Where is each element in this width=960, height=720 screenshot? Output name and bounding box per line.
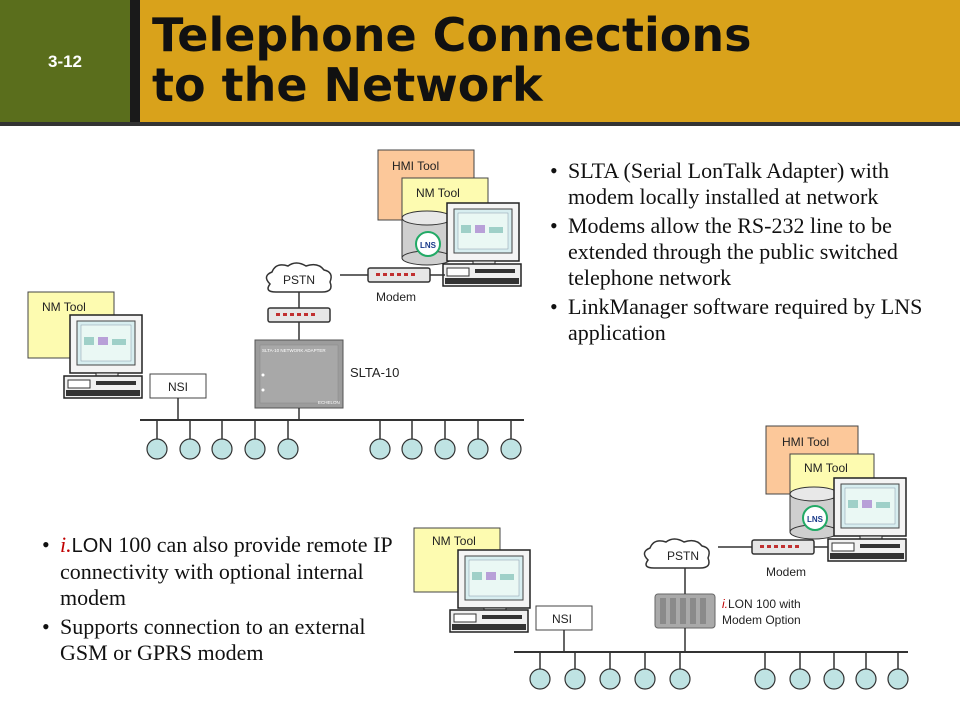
slide-number: 3-12: [47, 52, 83, 71]
device-node: [634, 652, 656, 690]
ilon-caption-i: i.: [722, 597, 728, 611]
nm-tool-top-local-label: NM Tool: [42, 300, 86, 314]
nm-tool-top-remote-label: NM Tool: [416, 186, 460, 200]
ilon-device: [654, 593, 716, 629]
nm-tool-bottom-remote-label: NM Tool: [804, 461, 848, 475]
device-node: [277, 420, 299, 460]
pstn-cloud-top: PSTN: [265, 262, 332, 293]
local-modem-top: [267, 307, 331, 323]
bullet-slta: SLTA (Serial LonTalk Adapter) with modem…: [548, 158, 948, 210]
device-node: [529, 652, 551, 690]
nsi-bottom-label: NSI: [552, 612, 572, 626]
device-node: [211, 420, 233, 460]
ilon-caption-line-2: Modem Option: [722, 613, 801, 627]
top-bullet-list: SLTA (Serial LonTalk Adapter) with modem…: [548, 158, 948, 349]
remote-modem-top: Modem: [367, 267, 431, 304]
device-node: [564, 652, 586, 690]
slta-device-label: SLTA-10 NETWORK ADAPTER: [262, 348, 326, 353]
slta-brand: ECHELON: [318, 400, 340, 405]
nsi-bottom: NSI: [535, 605, 593, 631]
device-node: [179, 420, 201, 460]
nsi-top: NSI: [149, 373, 207, 399]
pstn-top-label: PSTN: [283, 273, 315, 287]
remote-modem-bottom: Modem: [751, 539, 815, 579]
pstn-cloud-bottom: PSTN: [643, 538, 710, 569]
page-title: Telephone Connections to the Network: [152, 10, 751, 110]
title-line-1: Telephone Connections: [152, 8, 752, 62]
device-node: [500, 420, 522, 460]
device-node: [401, 420, 423, 460]
bullet-linkmanager: LinkManager software required by LNS app…: [548, 294, 948, 346]
ilon-i-prefix: i.: [60, 532, 72, 557]
lns-badge-top: LNS: [420, 241, 437, 250]
device-node: [789, 652, 811, 690]
device-node: [146, 420, 168, 460]
header-separator: [130, 0, 140, 122]
pstn-bottom-label: PSTN: [667, 549, 699, 563]
device-node: [855, 652, 877, 690]
device-node: [823, 652, 845, 690]
device-node: [754, 652, 776, 690]
device-nodes-top: [146, 420, 522, 460]
header-rule: [0, 122, 960, 126]
header-slide-number-panel: [0, 0, 130, 122]
device-node: [467, 420, 489, 460]
title-line-2: to the Network: [152, 58, 543, 112]
lns-badge-bottom: LNS: [807, 515, 824, 524]
hmi-tool-top-label: HMI Tool: [392, 159, 439, 173]
slta-label: SLTA-10: [350, 365, 399, 380]
modem-bottom-label: Modem: [766, 565, 806, 579]
device-node: [669, 652, 691, 690]
lns-database-bottom: LNS: [789, 486, 839, 540]
ilon-lon-prefix: LON: [71, 535, 113, 557]
ilon-bullet-text: 100 can also provide remote IP connectiv…: [60, 532, 392, 610]
lns-database-top: LNS: [401, 210, 453, 266]
local-pc-bottom: [449, 549, 531, 633]
remote-pc-bottom: [827, 477, 907, 562]
bullet-modems: Modems allow the RS-232 line to be exten…: [548, 213, 948, 291]
bottom-bullet-list: i.LON 100 can also provide remote IP con…: [40, 532, 410, 669]
slta-device: SLTA-10 NETWORK ADAPTER ECHELON: [254, 339, 344, 409]
remote-pc-top: [442, 202, 522, 287]
nm-tool-bottom-local-label: NM Tool: [432, 534, 476, 548]
device-node: [887, 652, 909, 690]
ilon-caption-line-1: i.LON 100 with: [722, 597, 801, 611]
device-node: [434, 420, 456, 460]
local-pc-top: [63, 314, 143, 399]
ilon-caption-rest: LON 100 with: [728, 597, 801, 611]
device-node: [244, 420, 266, 460]
bullet-ilon: i.LON 100 can also provide remote IP con…: [40, 532, 410, 611]
nsi-top-label: NSI: [168, 380, 188, 394]
hmi-tool-bottom-label: HMI Tool: [782, 435, 829, 449]
modem-top-label: Modem: [376, 290, 416, 304]
device-node: [369, 420, 391, 460]
header-title-panel: [140, 0, 960, 122]
device-node: [599, 652, 621, 690]
device-nodes-bottom: [529, 652, 909, 690]
bullet-gsm: Supports connection to an external GSM o…: [40, 614, 410, 666]
